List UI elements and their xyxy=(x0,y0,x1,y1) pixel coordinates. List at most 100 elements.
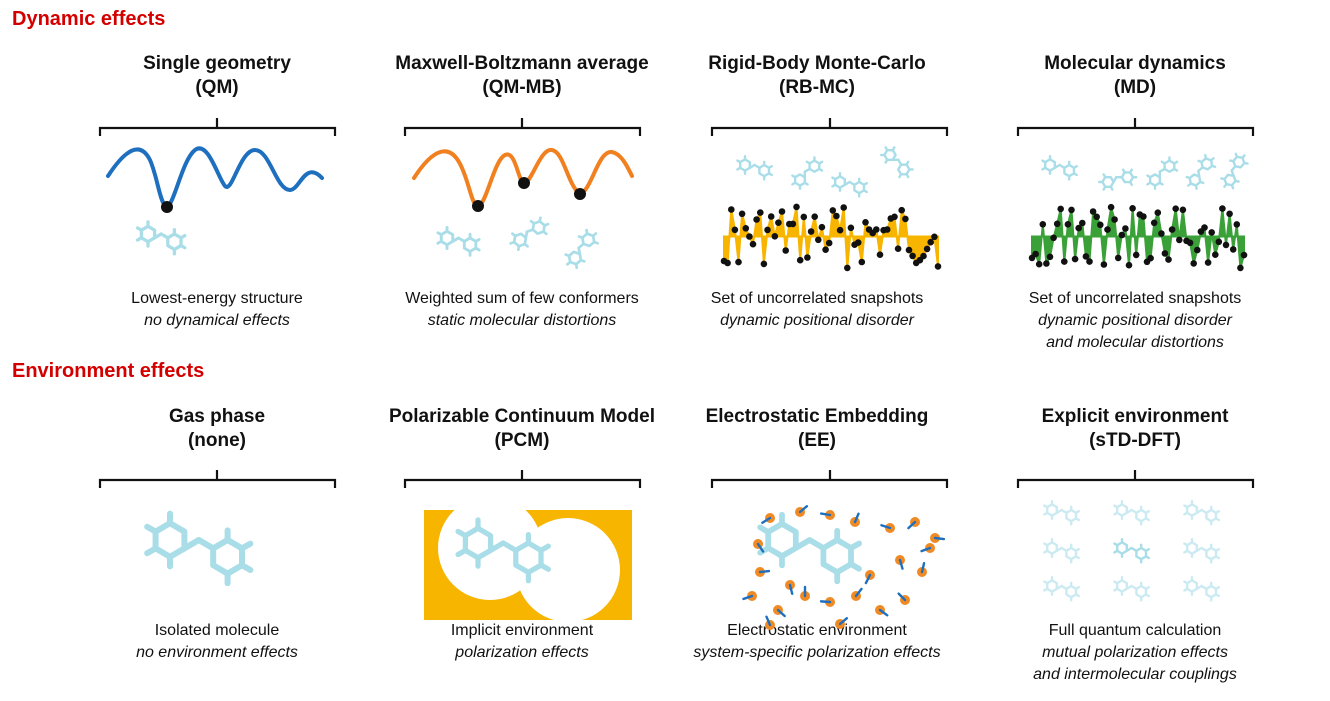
caption-note: no environment effects xyxy=(136,644,298,661)
caption-note: polarization effects xyxy=(455,644,589,661)
dipole-arrow xyxy=(854,587,863,598)
caption-note: mutual polarization effects xyxy=(1042,644,1228,661)
snapshot-point xyxy=(749,240,757,248)
snapshot-point xyxy=(1068,206,1075,214)
caption-text: Implicit environment xyxy=(450,622,594,639)
snapshot-point xyxy=(1212,251,1219,258)
panel-title: Maxwell-Boltzmann average (QM-MB) xyxy=(387,52,657,100)
snapshot-point xyxy=(1061,258,1068,265)
dipole-arrow xyxy=(798,505,809,514)
dipole-arrow xyxy=(853,512,860,524)
dynamic-effects-heading: Dynamic effects xyxy=(12,8,166,30)
panel-maxwell-boltzmann: Maxwell-Boltzmann average (QM-MB) xyxy=(387,52,657,100)
molecule-icon xyxy=(1095,159,1140,200)
panel-title-text: Polarizable Continuum Model xyxy=(388,406,655,427)
snapshot-point xyxy=(1086,258,1093,265)
molecule-icon xyxy=(1142,151,1183,195)
snapshot-point xyxy=(1165,256,1172,263)
snapshot-point xyxy=(927,238,934,246)
snapshot-point xyxy=(1219,205,1226,212)
bracket xyxy=(98,118,337,136)
rbmc-snapshot-trace xyxy=(720,203,942,272)
snapshot-point xyxy=(1032,250,1039,258)
snapshot-point xyxy=(1140,213,1147,220)
conformer-point xyxy=(518,177,530,189)
snapshot-point xyxy=(804,254,811,261)
panel-abbr: (EE) xyxy=(798,430,836,451)
dipole-arrow xyxy=(878,608,889,617)
snapshot-point xyxy=(840,204,847,211)
snapshot-point xyxy=(1150,219,1158,227)
caption-note-2: and intermolecular couplings xyxy=(1033,666,1237,683)
snapshot-point xyxy=(1194,246,1201,254)
bracket xyxy=(710,470,949,488)
panel-abbr: (QM) xyxy=(195,77,239,98)
panel-title-text: Electrostatic Embedding xyxy=(705,406,929,427)
dipole-arrow xyxy=(776,608,786,618)
molecule-icon xyxy=(1043,576,1081,602)
snapshot-point xyxy=(1035,260,1043,268)
snapshot-point xyxy=(753,216,760,223)
snapshot-point xyxy=(1075,224,1082,232)
panel-title-text: Explicit environment xyxy=(1041,406,1229,427)
snapshot-point xyxy=(822,246,829,253)
dipole-arrow xyxy=(838,617,849,626)
snapshot-point xyxy=(782,247,789,254)
dipole-arrow xyxy=(880,524,892,530)
caption-note: no dynamical effects xyxy=(144,312,290,329)
molecule-icon xyxy=(1041,154,1079,181)
panel-title-text: Rigid-Body Monte-Carlo xyxy=(708,53,926,74)
snapshot-point xyxy=(1129,205,1136,212)
panel-explicit-environment: Explicit environment (sTD-DFT) xyxy=(1000,405,1270,453)
snapshot-point xyxy=(1204,259,1212,266)
md-snapshot-trace xyxy=(1028,203,1248,272)
molecule-icon xyxy=(505,209,554,259)
caption-pcm: Implicit environment polarization effect… xyxy=(387,620,657,664)
caption-explicit-environment: Full quantum calculation mutual polariza… xyxy=(1000,620,1270,686)
dipole-arrow xyxy=(933,536,946,541)
snapshot-point xyxy=(1097,221,1104,229)
caption-electrostatic-embedding: Electrostatic environment system-specifi… xyxy=(682,620,952,664)
bracket xyxy=(403,118,642,136)
brackets-environment xyxy=(98,470,1255,488)
snapshot-point xyxy=(898,206,905,214)
snapshot-point xyxy=(796,256,804,264)
molecule-icon xyxy=(1183,538,1221,564)
pcm-cavity xyxy=(516,518,620,622)
snapshot-point xyxy=(1057,205,1064,213)
caption-note: system-specific polarization effects xyxy=(693,644,941,661)
dipole-arrow xyxy=(920,562,926,574)
molecule-icon xyxy=(1183,576,1221,602)
snapshot-point xyxy=(1050,234,1057,242)
qm-energy-curve xyxy=(106,146,324,209)
molecule-icon xyxy=(787,151,828,195)
conformer-point xyxy=(574,188,586,200)
snapshot-point xyxy=(1161,250,1169,257)
snapshot-point xyxy=(1114,254,1122,262)
snapshot-point xyxy=(1176,236,1183,244)
molecule-icon xyxy=(147,514,250,584)
bracket xyxy=(1016,118,1255,136)
panel-single-geometry: Single geometry (QM) xyxy=(82,52,352,100)
molecule-icon xyxy=(1182,150,1219,194)
panel-molecular-dynamics: Molecular dynamics (MD) xyxy=(1000,52,1270,100)
snapshot-point xyxy=(746,233,753,240)
snapshot-point xyxy=(1100,261,1108,268)
snapshot-point xyxy=(728,206,735,213)
snapshot-point xyxy=(1111,216,1118,223)
snapshot-point xyxy=(836,226,844,234)
panel-title: Single geometry (QM) xyxy=(82,52,352,100)
snapshot-point xyxy=(862,219,869,226)
snapshot-point xyxy=(735,258,742,266)
snapshot-point xyxy=(742,225,750,232)
panel-abbr: (sTD-DFT) xyxy=(1089,430,1181,451)
caption-note: dynamic positional disorder xyxy=(720,312,914,329)
snapshot-point xyxy=(760,260,768,268)
environment-effects-heading: Environment effects xyxy=(12,360,205,382)
panel-title: Electrostatic Embedding (EE) xyxy=(682,405,952,453)
snapshot-point xyxy=(771,233,779,240)
snapshot-point xyxy=(738,210,746,218)
rbmc-molecules xyxy=(736,142,919,198)
snapshot-point xyxy=(767,213,775,220)
